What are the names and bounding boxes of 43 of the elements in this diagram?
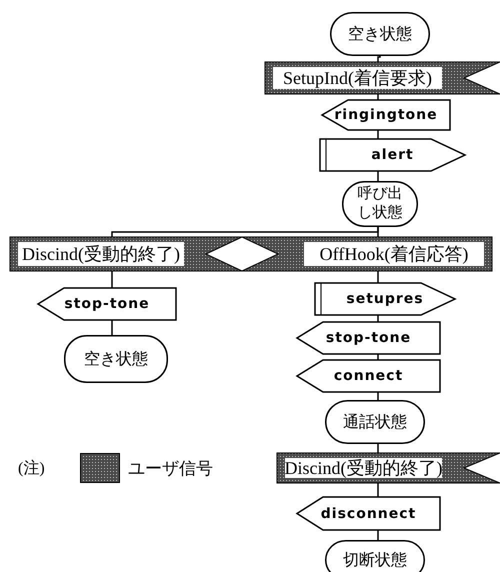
note-label: (注) [18, 458, 45, 479]
legend-label: ユーザ信号 [128, 458, 213, 480]
flow-line [377, 171, 379, 181]
signal-name: Discind(受動的終了) [22, 243, 180, 266]
input-signal-symbol [265, 62, 500, 94]
signal-name: stop-tone [64, 296, 150, 312]
flow-line [377, 56, 381, 62]
input-signal-symbol [277, 453, 500, 483]
input-signal-symbol [242, 237, 492, 271]
output-signal-symbol [320, 139, 465, 171]
signal-name: alert [371, 147, 414, 163]
signal-name: connect [334, 368, 404, 384]
output-signal-symbol [297, 322, 440, 354]
flow-line [111, 271, 113, 288]
state-symbol [330, 12, 430, 56]
state-symbol [325, 540, 425, 572]
state-name: 通話状態 [343, 412, 407, 432]
state-name: 切断状態 [343, 550, 407, 570]
signal-name: OffHook(着信応答) [320, 243, 468, 266]
signal-name: setupres [346, 291, 424, 307]
flow-line [377, 271, 379, 283]
state-symbol [64, 335, 168, 383]
flow-line [377, 444, 379, 453]
state-name: 呼び出し状態 [358, 184, 402, 223]
flow-line [377, 483, 379, 497]
output-signal-symbol [315, 283, 455, 315]
output-signal-symbol [38, 288, 176, 320]
state-symbol [342, 181, 418, 227]
state-name: 空き状態 [84, 350, 148, 370]
signal-name: disconnect [320, 506, 416, 522]
output-signal-symbol [322, 100, 450, 130]
flow-line [377, 530, 379, 540]
flow-line [377, 227, 379, 237]
signal-name: stop-tone [326, 330, 412, 346]
signal-name: SetupInd(着信要求) [283, 67, 432, 90]
state-symbol [325, 400, 425, 444]
output-signal-symbol [297, 497, 440, 530]
output-signal-symbol [297, 360, 440, 392]
signal-name: Discind(受動的終了) [284, 457, 442, 480]
input-signal-symbol [10, 237, 242, 271]
state-name: 空き状態 [348, 24, 412, 44]
flow-line [111, 320, 113, 335]
signal-name: ringingtone [334, 107, 438, 123]
